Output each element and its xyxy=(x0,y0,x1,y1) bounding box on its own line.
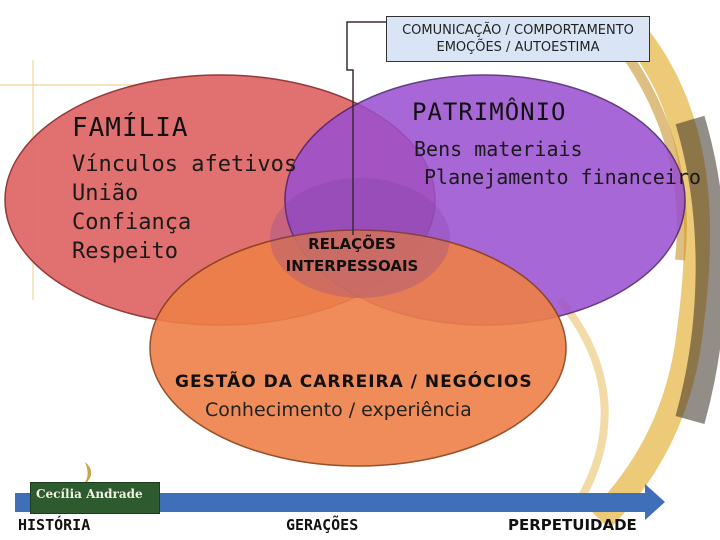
timeline-arrow xyxy=(15,484,665,520)
carreira-title: GESTÃO DA CARREIRA / NEGÓCIOS xyxy=(175,372,533,392)
familia-items: Vínculos afetivos União Confiança Respei… xyxy=(72,150,297,266)
familia-item: União xyxy=(72,181,139,206)
patrimonio-item: Bens materiais xyxy=(414,137,583,161)
logo-leaf-icon xyxy=(82,462,92,486)
timeline-label-geracoes: GERAÇÕES xyxy=(286,516,359,534)
connector-line xyxy=(346,21,386,235)
logo-text: Cecília Andrade xyxy=(36,487,143,501)
timeline-label-historia: HISTÓRIA xyxy=(18,516,91,534)
familia-item: Vínculos afetivos xyxy=(72,152,298,177)
logo xyxy=(30,482,160,514)
patrimonio-title: PATRIMÔNIO xyxy=(412,98,567,126)
relacoes-label: RELAÇÕES INTERPESSOAIS xyxy=(272,233,432,277)
carreira-circle xyxy=(149,229,567,467)
overlap-shade xyxy=(270,178,450,298)
relacoes-line2: INTERPESSOAIS xyxy=(285,257,419,275)
timeline-label-perpetuidade: PERPETUIDADE xyxy=(508,516,637,534)
familia-item: Confiança xyxy=(72,210,192,235)
familia-title: FAMÍLIA xyxy=(72,113,189,143)
patrimonio-item: Planejamento financeiro xyxy=(424,165,701,189)
familia-item: Respeito xyxy=(72,239,178,264)
top-box-line2: EMOÇÕES / AUTOESTIMA xyxy=(436,40,600,55)
top-box-line1: COMUNICAÇÃO / COMPORTAMENTO xyxy=(402,23,634,38)
relacoes-line1: RELAÇÕES xyxy=(308,235,396,253)
carreira-subtitle: Conhecimento / experiência xyxy=(205,399,472,421)
patrimonio-items: Bens materiais Planejamento financeiro xyxy=(414,135,701,191)
top-box: COMUNICAÇÃO / COMPORTAMENTO EMOÇÕES / AU… xyxy=(386,16,650,62)
